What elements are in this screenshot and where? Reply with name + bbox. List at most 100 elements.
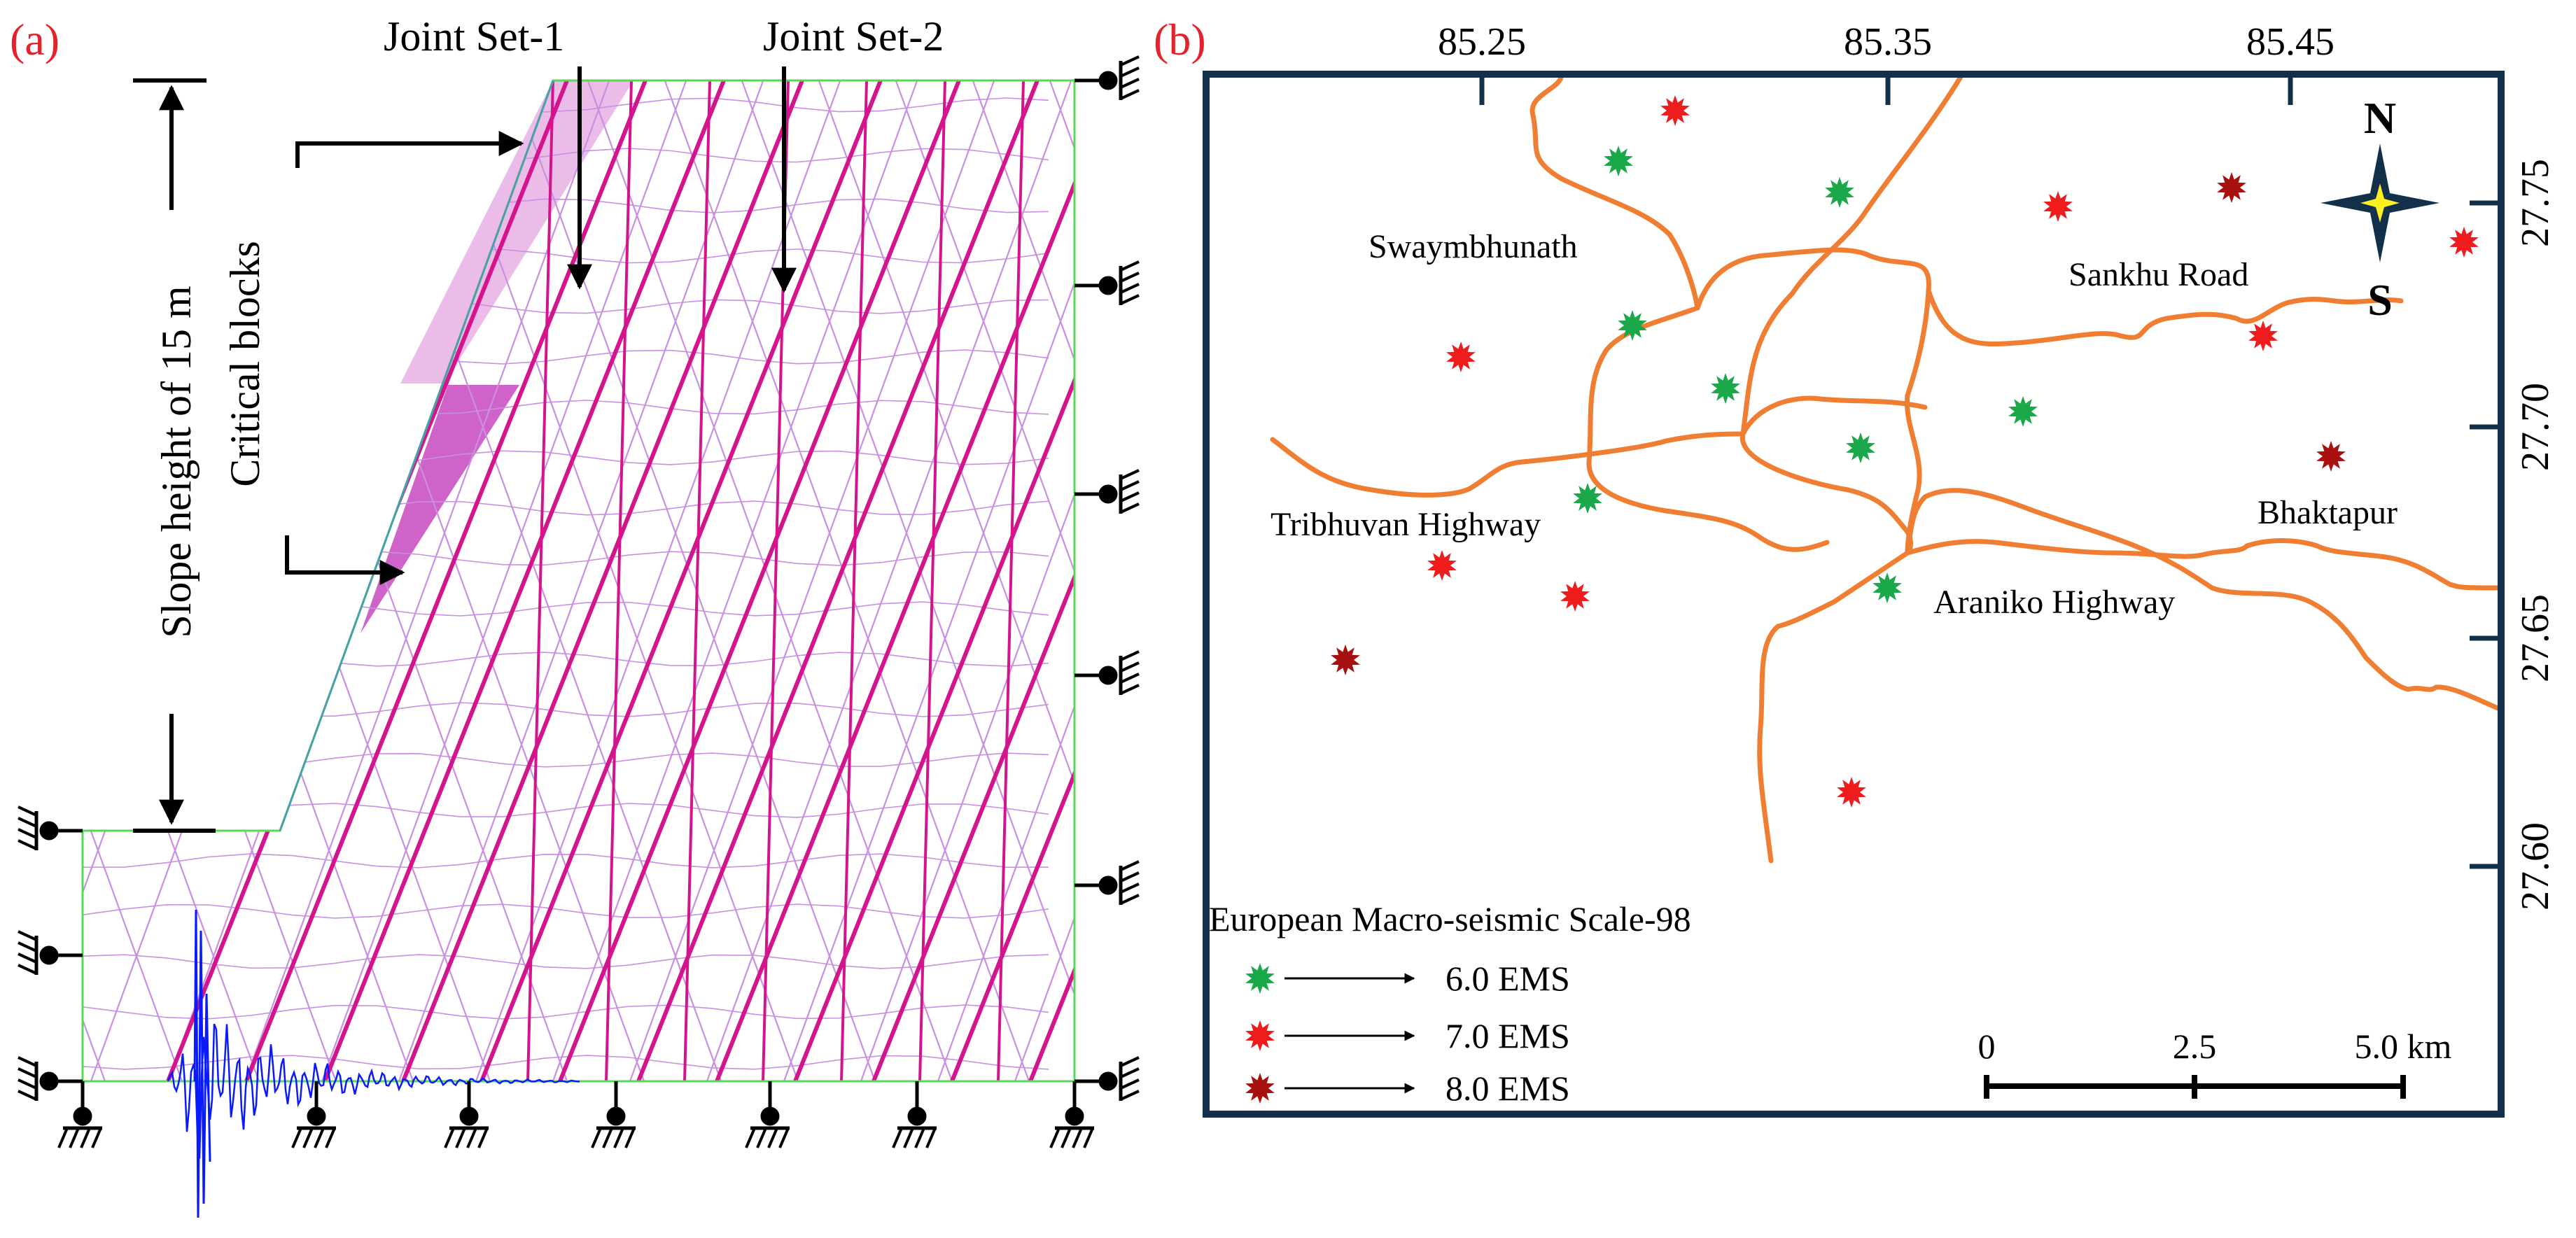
joint-line xyxy=(872,80,1074,1081)
mesh-line xyxy=(83,903,1049,919)
support-hatch xyxy=(591,1127,602,1148)
mesh-line xyxy=(1897,80,2261,1081)
support-pin xyxy=(1098,666,1118,685)
joint-set-2-label: Joint Set-2 xyxy=(763,13,944,59)
support-hatch xyxy=(18,1067,37,1078)
joint-line xyxy=(166,80,569,1081)
support-hatch xyxy=(325,1127,336,1148)
support-hatch xyxy=(466,1127,477,1148)
place-label-bhaktapur: Bhaktapur xyxy=(2258,494,2398,531)
support-hatch xyxy=(444,1127,455,1148)
support-pin xyxy=(1098,1071,1118,1091)
support-hatch xyxy=(1120,1090,1140,1101)
support-hatch xyxy=(1083,1127,1094,1148)
support-hatch xyxy=(624,1127,636,1148)
slope-face xyxy=(279,80,554,831)
mesh-line xyxy=(244,80,610,1081)
ems-markers xyxy=(1331,95,2479,808)
support-hatch xyxy=(69,1127,80,1148)
mesh-line xyxy=(83,954,1049,969)
support-hatch xyxy=(892,1127,903,1148)
mesh-line xyxy=(398,80,764,1081)
support-pin xyxy=(39,1071,59,1091)
support-hatch xyxy=(1120,502,1140,514)
support-hatch xyxy=(18,952,37,964)
support-hatch xyxy=(1120,55,1140,66)
mesh-line xyxy=(83,752,1049,768)
support-hatch xyxy=(18,1078,37,1090)
seismic-trace-peak xyxy=(193,909,211,1218)
top-tick-label: 85.35 xyxy=(1844,20,1932,64)
support-pin xyxy=(1098,71,1118,90)
support-hatch xyxy=(18,817,37,828)
scale-label: 5.0 km xyxy=(2355,1027,2452,1066)
support-hatch xyxy=(1120,661,1140,673)
support-pin xyxy=(459,1106,479,1126)
support-hatch xyxy=(1120,894,1140,905)
support-hatch xyxy=(18,806,37,817)
support-hatch xyxy=(1120,1067,1140,1078)
support-hatch xyxy=(1120,89,1140,100)
joint-line xyxy=(1077,80,1102,1081)
right-tick-label: 27.65 xyxy=(2514,594,2557,682)
support-hatch xyxy=(1120,860,1140,871)
joint-line xyxy=(793,80,1074,1081)
mesh-line xyxy=(1820,80,2184,1081)
support-hatch xyxy=(778,1127,790,1148)
support-hatch xyxy=(455,1127,466,1148)
compass-icon xyxy=(2320,143,2440,262)
mesh-line xyxy=(818,80,1074,1081)
legend-label: 6.0 EMS xyxy=(1446,959,1570,998)
support-hatch xyxy=(1120,66,1140,78)
support-hatch xyxy=(1049,1127,1060,1148)
support-hatch xyxy=(767,1127,778,1148)
support-hatch xyxy=(1060,1127,1072,1148)
critical-blocks-arrow-lower xyxy=(285,535,405,585)
ems-marker-6 xyxy=(1573,483,1602,514)
mesh-line xyxy=(587,80,953,1081)
joint-line xyxy=(997,80,1025,1081)
right-tick-label: 27.60 xyxy=(2514,822,2557,910)
place-label-swaymbhunath: Swaymbhunath xyxy=(1368,228,1578,265)
mesh-line xyxy=(90,80,456,1081)
mesh-line xyxy=(83,80,260,1081)
mesh-line xyxy=(83,702,1049,717)
ems-marker-8 xyxy=(2217,172,2246,203)
legend-title: European Macro-seismic Scale-98 xyxy=(1209,899,1691,938)
joint-line xyxy=(1155,80,1180,1081)
mesh-line xyxy=(475,80,841,1081)
support-hatch xyxy=(613,1127,624,1148)
compass-north-label: N xyxy=(2364,93,2396,143)
ems-marker-7 xyxy=(1837,777,1866,808)
support-pin xyxy=(1098,875,1118,895)
ems-marker-7 xyxy=(1660,95,1690,126)
support-hatch xyxy=(1120,650,1140,661)
mesh-line xyxy=(433,80,799,1081)
support-hatch xyxy=(1120,491,1140,502)
mesh-line xyxy=(321,80,687,1081)
support-hatch xyxy=(1120,480,1140,491)
legend-marker xyxy=(1245,1020,1275,1051)
panel-b-label: (b) xyxy=(1154,15,1206,64)
panel-a-label: (a) xyxy=(10,15,59,64)
mesh-line xyxy=(937,80,1074,1081)
place-label-sankhu-road: Sankhu Road xyxy=(2068,256,2248,293)
road xyxy=(1740,395,1928,437)
ems-marker-7 xyxy=(1427,550,1457,581)
ems-marker-8 xyxy=(2316,441,2346,472)
support-hatch xyxy=(756,1127,767,1148)
mesh-line xyxy=(629,80,995,1081)
support-hatch xyxy=(80,1127,91,1148)
support-hatch xyxy=(903,1127,914,1148)
support-pin xyxy=(39,821,59,840)
road xyxy=(1926,288,2404,346)
mesh-line xyxy=(972,80,1074,1081)
joint-line xyxy=(526,80,554,1081)
joint-line xyxy=(918,80,946,1081)
right-axis: 27.75 27.70 27.65 27.60 xyxy=(2470,159,2557,910)
seismic-signal xyxy=(167,909,580,1218)
mesh-line xyxy=(83,1004,1049,1020)
ems-marker-6 xyxy=(1604,146,1633,176)
support-hatch xyxy=(1120,871,1140,882)
